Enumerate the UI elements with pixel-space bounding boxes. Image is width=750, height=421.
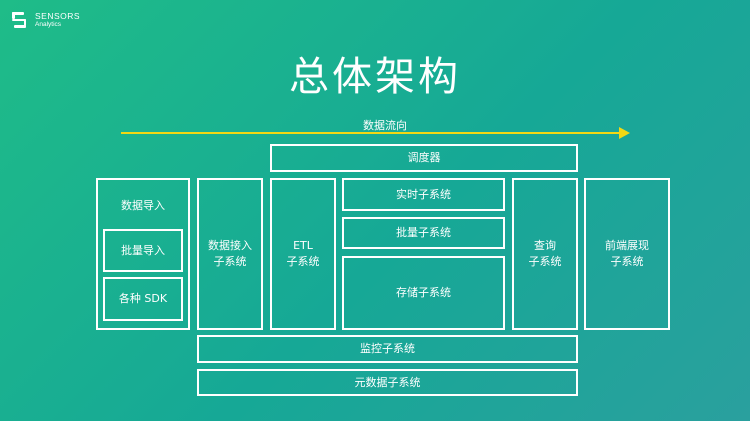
data-flow-label: 数据流向 bbox=[363, 119, 407, 132]
data-flow-arrow-head-icon bbox=[619, 127, 630, 139]
storage-subsystem-box: 存储子系统 bbox=[342, 256, 505, 330]
realtime-subsystem-box: 实时子系统 bbox=[342, 178, 505, 211]
etl-subsystem-box: ETL 子系统 bbox=[270, 178, 336, 330]
page-title: 总体架构 bbox=[289, 54, 461, 100]
scheduler-box: 调度器 bbox=[270, 144, 578, 172]
data-access-subsystem-box: 数据接入 子系统 bbox=[197, 178, 263, 330]
monitor-subsystem-box: 监控子系统 bbox=[197, 335, 578, 363]
logo-mark-icon bbox=[10, 10, 30, 30]
batch-import-box: 批量导入 bbox=[103, 229, 183, 272]
data-flow-arrow-line bbox=[121, 132, 621, 134]
frontend-subsystem-box: 前端展现 子系统 bbox=[584, 178, 670, 330]
data-import-box: 数据导入 bbox=[96, 178, 190, 330]
batch-subsystem-box: 批量子系统 bbox=[342, 217, 505, 249]
sdk-box: 各种 SDK bbox=[103, 277, 183, 321]
sensors-analytics-logo: SENSORS Analytics bbox=[10, 10, 80, 30]
logo-subtitle: Analytics bbox=[35, 20, 62, 28]
query-subsystem-box: 查询 子系统 bbox=[512, 178, 578, 330]
metadata-subsystem-box: 元数据子系统 bbox=[197, 369, 578, 396]
logo-name: SENSORS bbox=[35, 11, 81, 21]
